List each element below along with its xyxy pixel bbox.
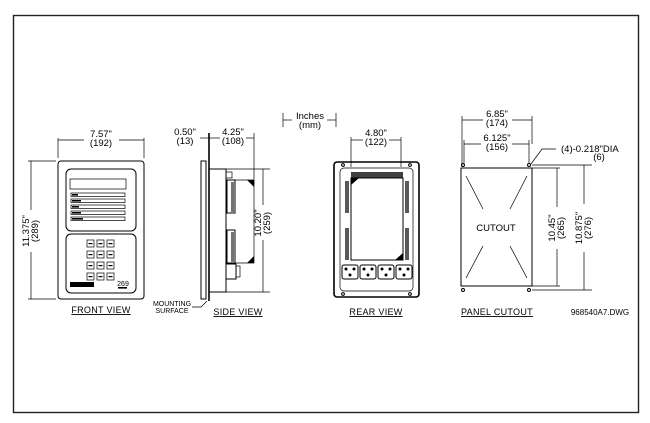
side-view-label: SIDE VIEW — [213, 307, 262, 317]
side-height-in: 10.20" — [253, 209, 264, 236]
led-indicators — [70, 192, 126, 221]
terminal-screw — [352, 267, 356, 271]
model-number: 269 — [117, 281, 129, 288]
keypad-key — [96, 239, 105, 248]
terminal-screw — [398, 267, 402, 271]
keypad-area — [65, 233, 137, 294]
front-height-in: 11.375" — [21, 215, 32, 247]
keypad-key-glyph — [98, 265, 103, 267]
cutout-label: CUTOUT — [476, 223, 516, 234]
units-primary: Inches — [296, 111, 324, 122]
keypad-key-glyph — [108, 265, 113, 267]
keypad-key-glyph — [88, 243, 93, 245]
side-body-depth-in: 4.25" — [222, 127, 244, 138]
keypad-key — [106, 261, 115, 270]
panel-cutout-label: PANEL CUTOUT — [461, 307, 533, 317]
side-bezel — [200, 160, 207, 300]
keypad-key — [106, 250, 115, 259]
front-view-label: FRONT VIEW — [71, 305, 131, 315]
hole-spec-in: (4)-0.218"DIA — [561, 144, 619, 155]
terminal-block — [359, 264, 377, 280]
drawing-file-name: 968540A7.DWG — [571, 308, 629, 317]
side-body-depth-mm: (108) — [222, 136, 244, 147]
side-bezel-depth-in: 0.50" — [174, 127, 196, 138]
keypad-key — [86, 239, 95, 248]
cutout-hole-spacing-in: 6.125" — [483, 133, 510, 144]
front-view: 7.57" (192) 11.375" (289) 269 FRONT VIEW — [21, 129, 145, 315]
cutout-height-mm: (265) — [556, 217, 567, 239]
rear-terminal-blocks — [341, 264, 413, 280]
keypad — [86, 239, 115, 281]
panel-cutout: 6.85" (174) 6.125" (156) (4)-0.218"DIA (… — [460, 109, 619, 317]
rear-view-label: REAR VIEW — [349, 307, 402, 317]
rear-width-in: 4.80" — [365, 128, 387, 139]
cutout-outline — [460, 167, 533, 287]
terminal-screw — [388, 267, 392, 271]
keypad-key — [96, 261, 105, 270]
front-height-mm: (289) — [30, 220, 41, 242]
side-body — [208, 168, 227, 293]
keypad-key-glyph — [88, 254, 93, 256]
keypad-key — [86, 272, 95, 281]
keypad-key-glyph — [98, 276, 103, 278]
keypad-key-glyph — [98, 254, 103, 256]
mounting-surface-label-2: SURFACE — [155, 308, 188, 315]
side-bezel-depth-mm: (13) — [177, 136, 194, 147]
rear-housing — [333, 161, 420, 298]
cutout-height-in: 10.45" — [547, 214, 558, 241]
rear-view: 4.80" (122) REAR VIEW — [333, 128, 420, 317]
keypad-key — [106, 239, 115, 248]
keypad-key — [106, 272, 115, 281]
hole-height-mm: (276) — [583, 217, 594, 239]
front-width-mm: (192) — [90, 138, 112, 149]
front-width-in: 7.57" — [90, 129, 112, 140]
keypad-key-glyph — [108, 254, 113, 256]
keypad-key-glyph — [88, 265, 93, 267]
keypad-key-glyph — [108, 276, 113, 278]
keypad-key-glyph — [98, 243, 103, 245]
front-bezel — [57, 160, 145, 300]
terminal-screw — [366, 273, 370, 277]
terminal-screw — [370, 267, 374, 271]
terminal-screw — [406, 267, 410, 271]
units-secondary: (mm) — [299, 120, 321, 131]
terminal-screw — [362, 267, 366, 271]
terminal-block — [341, 264, 359, 280]
hole-spec-mm: (6) — [593, 152, 605, 163]
terminal-screw — [344, 267, 348, 271]
cutout-outer-width-in: 6.85" — [486, 109, 508, 120]
side-height-mm: (259) — [262, 212, 273, 234]
keypad-key — [96, 272, 105, 281]
lcd-display — [69, 178, 127, 190]
mounting-surface-label-1: MOUNTING — [153, 301, 191, 308]
side-view: 0.50" (13) 4.25" (108) 10.20" (259) MO — [153, 127, 273, 317]
terminal-block — [377, 264, 395, 280]
terminal-screw — [380, 267, 384, 271]
keypad-key — [86, 261, 95, 270]
keypad-key-glyph — [108, 243, 113, 245]
sheet-border — [12, 14, 640, 414]
rear-width-mm: (122) — [365, 137, 387, 148]
keypad-key — [96, 250, 105, 259]
terminal-screw — [384, 273, 388, 277]
display-window — [65, 168, 137, 232]
units-legend: Inches (mm) — [282, 111, 337, 131]
terminal-screw — [348, 273, 352, 277]
keypad-key-glyph — [88, 276, 93, 278]
hole-height-in: 10.875" — [574, 212, 585, 244]
terminal-block — [395, 264, 413, 280]
cutout-outer-width-mm: (174) — [486, 118, 508, 129]
terminal-screw — [402, 273, 406, 277]
keypad-key — [86, 250, 95, 259]
cutout-hole-spacing-mm: (156) — [486, 142, 508, 153]
brand-logo — [70, 282, 94, 287]
